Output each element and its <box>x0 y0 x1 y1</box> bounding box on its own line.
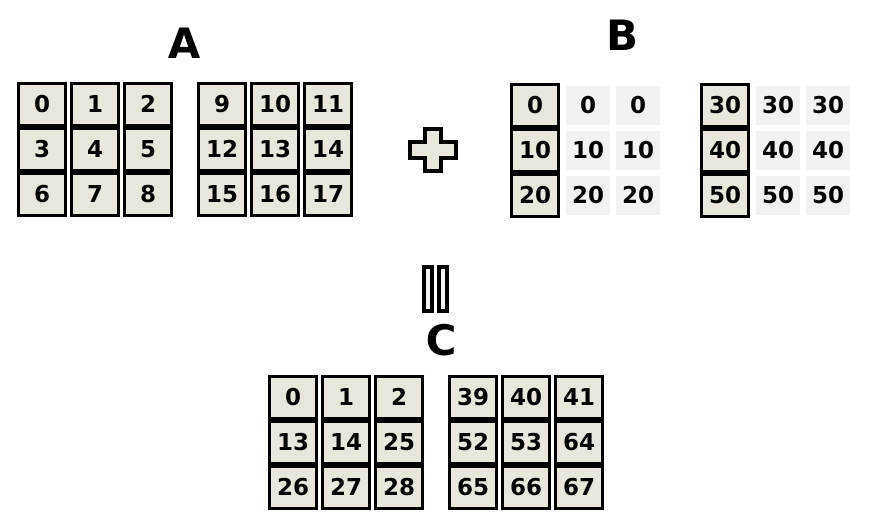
matrix-cell: 7 <box>70 172 120 217</box>
broadcast-ghost-cell: 30 <box>806 86 850 125</box>
matrix-cell: 25 <box>374 420 424 465</box>
matrix-cell: 5 <box>123 127 173 172</box>
matrix-cell: 2 <box>123 82 173 127</box>
plus-icon <box>408 127 458 177</box>
broadcast-ghost-cell: 20 <box>616 176 660 215</box>
matrix-cell: 6 <box>17 172 67 217</box>
broadcast-ghost-cell: 30 <box>756 86 800 125</box>
matrix-cell: 10 <box>250 82 300 127</box>
matrix-cell: 39 <box>448 375 498 420</box>
matrix-cell: 2 <box>374 375 424 420</box>
matrix-cell: 3 <box>17 127 67 172</box>
matrix-cell: 41 <box>554 375 604 420</box>
matrix-cell: 20 <box>510 173 560 218</box>
matrix-cell: 26 <box>268 465 318 510</box>
broadcast-ghost-cell: 50 <box>806 176 850 215</box>
matrix-cell: 11 <box>303 82 353 127</box>
matrix-cell: 10 <box>510 128 560 173</box>
label-a: A <box>167 19 201 68</box>
broadcast-ghost-cell: 10 <box>566 131 610 170</box>
broadcast-ghost-cell: 0 <box>566 86 610 125</box>
matrix-cell: 40 <box>501 375 551 420</box>
matrix-cell: 8 <box>123 172 173 217</box>
broadcast-ghost-cell: 0 <box>616 86 660 125</box>
matrix-cell: 1 <box>321 375 371 420</box>
equals-bar <box>437 265 449 313</box>
label-c: C <box>425 316 457 365</box>
matrix-cell: 52 <box>448 420 498 465</box>
broadcast-ghost-cell: 10 <box>616 131 660 170</box>
matrix-cell: 64 <box>554 420 604 465</box>
broadcast-ghost-cell: 40 <box>756 131 800 170</box>
matrix-cell: 40 <box>700 128 750 173</box>
matrix-cell: 50 <box>700 173 750 218</box>
matrix-cell: 15 <box>197 172 247 217</box>
matrix-cell: 13 <box>268 420 318 465</box>
matrix-cell: 0 <box>510 83 560 128</box>
broadcast-ghost-cell: 50 <box>756 176 800 215</box>
matrix-cell: 65 <box>448 465 498 510</box>
label-b: B <box>605 11 638 60</box>
matrix-cell: 0 <box>17 82 67 127</box>
matrix-cell: 16 <box>250 172 300 217</box>
matrix-cell: 27 <box>321 465 371 510</box>
equals-icon <box>422 265 449 313</box>
matrix-cell: 53 <box>501 420 551 465</box>
matrix-cell: 14 <box>303 127 353 172</box>
matrix-cell: 13 <box>250 127 300 172</box>
broadcast-ghost-cell: 40 <box>806 131 850 170</box>
matrix-cell: 30 <box>700 83 750 128</box>
matrix-cell: 14 <box>321 420 371 465</box>
matrix-cell: 67 <box>554 465 604 510</box>
equals-bar <box>422 265 434 313</box>
matrix-cell: 0 <box>268 375 318 420</box>
broadcast-ghost-cell: 20 <box>566 176 610 215</box>
matrix-cell: 66 <box>501 465 551 510</box>
matrix-cell: 17 <box>303 172 353 217</box>
matrix-cell: 12 <box>197 127 247 172</box>
matrix-cell: 28 <box>374 465 424 510</box>
matrix-cell: 1 <box>70 82 120 127</box>
matrix-cell: 9 <box>197 82 247 127</box>
matrix-cell: 4 <box>70 127 120 172</box>
